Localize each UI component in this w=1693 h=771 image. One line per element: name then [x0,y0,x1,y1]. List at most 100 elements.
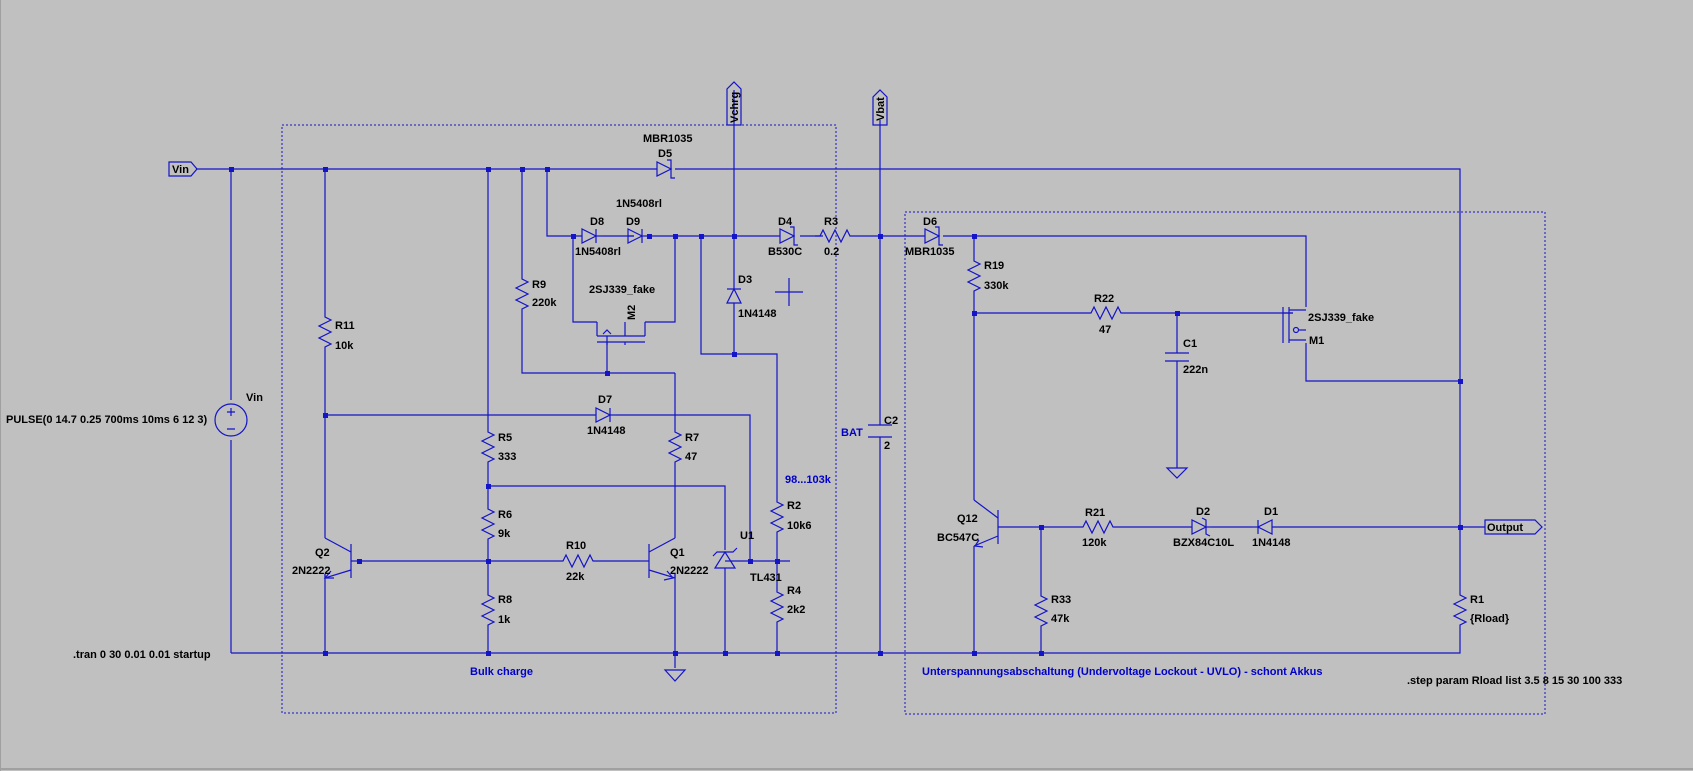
r22-resistor [1086,305,1124,321]
c1-value: 222n [1183,364,1208,376]
r6-resistor [480,504,496,542]
r21-name: R21 [1085,507,1105,519]
d8-diode [581,228,602,244]
d3-name: D3 [738,274,752,286]
r19-resistor [966,256,982,294]
r1-value: {Rload} [1470,613,1510,625]
m2-mosfet [596,322,646,343]
d8-name: D8 [590,216,604,228]
c2-name: C2 [884,415,898,427]
r21-resistor [1078,519,1116,535]
r6-value: 9k [498,528,511,540]
q1-name: Q1 [670,547,685,559]
d4-schottky-diode [779,226,798,246]
r4-resistor [769,587,785,625]
r21-value: 120k [1082,537,1107,549]
svg-text:Vchrg: Vchrg [729,92,741,123]
net-label-vchrg: Vchrg [726,81,742,126]
r7-value: 47 [685,451,697,463]
r33-value: 47k [1051,613,1070,625]
r19-value: 330k [984,280,1009,292]
r9-resistor [514,274,530,312]
u1-tl431 [712,547,738,570]
d6-schottky-diode [924,226,943,246]
wires [196,90,1485,668]
c1-name: C1 [1183,338,1197,350]
q1-value: 2N2222 [670,565,709,577]
d1-name: D1 [1264,506,1278,518]
r10-resistor [558,553,598,569]
c2-value: 2 [884,440,890,452]
r5-name: R5 [498,432,512,444]
net-label-vbat: Vbat [872,89,888,126]
r3-name: R3 [824,216,838,228]
r8-name: R8 [498,594,512,606]
r5-value: 333 [498,451,516,463]
d5-schottky-diode [656,159,675,179]
r9-value: 220k [532,297,557,309]
d2-zener-diode [1191,517,1212,537]
d2-value: BZX84C10L [1173,537,1234,549]
tran-directive: .tran 0 30 0.01 0.01 startup [73,649,211,661]
r3-resistor [815,228,852,244]
cursor-crosshair [775,278,803,306]
m1-mosfet [1282,307,1306,343]
svg-text:Vbat: Vbat [875,97,887,121]
q12-value: BC547C [937,532,979,544]
pulse-directive: PULSE(0 14.7 0.25 700ms 10ms 6 12 3) [6,414,208,426]
r11-value: 10k [335,340,354,352]
r9-name: R9 [532,279,546,291]
q12-name: Q12 [957,513,978,525]
r33-name: R33 [1051,594,1071,606]
r7-name: R7 [685,432,699,444]
d5-value: MBR1035 [643,133,693,145]
q2-value: 2N2222 [292,565,331,577]
d5-name: D5 [658,148,672,160]
r4-name: R4 [787,585,802,597]
net-label-vin: Vin [168,161,198,177]
r8-value: 1k [498,614,511,626]
bat-comment: BAT [841,427,863,439]
uvlo-box [904,211,1546,715]
bulk-charge-box [281,124,837,714]
d7-diode [595,407,616,423]
r10-value: 22k [566,571,585,583]
r33-resistor [1033,591,1049,629]
r19-name: R19 [984,260,1004,272]
d9-diode [627,228,654,244]
m1-name: M1 [1309,335,1324,347]
m2-value: 2SJ339_fake [589,284,655,296]
d6-name: D6 [923,216,937,228]
r5-resistor [480,427,496,467]
ground-symbol [663,669,687,682]
r7-resistor [667,427,683,467]
r22-value: 47 [1099,324,1111,336]
q2-name: Q2 [315,547,330,559]
r2-value: 10k6 [787,520,811,532]
junctions [229,167,1463,656]
r4-value: 2k2 [787,604,805,616]
ground-symbol-c1 [1165,467,1189,479]
r2-range-comment: 98...103k [785,474,832,486]
r2-resistor [769,497,785,535]
r1-resistor [1452,590,1468,634]
d3-diode [726,287,742,307]
net-label-output: Output [1484,519,1543,535]
r6-name: R6 [498,509,512,521]
d6-value: MBR1035 [905,246,955,258]
m1-value: 2SJ339_fake [1308,312,1374,324]
r3-value: 0.2 [824,246,839,258]
bulk-charge-comment: Bulk charge [470,666,533,678]
c2-capacitor [868,424,892,438]
d4-name: D4 [778,216,793,228]
vin-source-name: Vin [246,392,263,404]
r11-name: R11 [335,320,355,332]
q12-transistor [973,499,999,548]
uvlo-comment: Unterspannungsabschaltung (Undervoltage … [922,666,1323,678]
q1-transistor [640,537,676,581]
d7-value: 1N4148 [587,425,626,437]
m2-name: M2 [626,305,638,320]
q2-transistor [323,537,359,579]
svg-text:Vin: Vin [172,164,189,176]
